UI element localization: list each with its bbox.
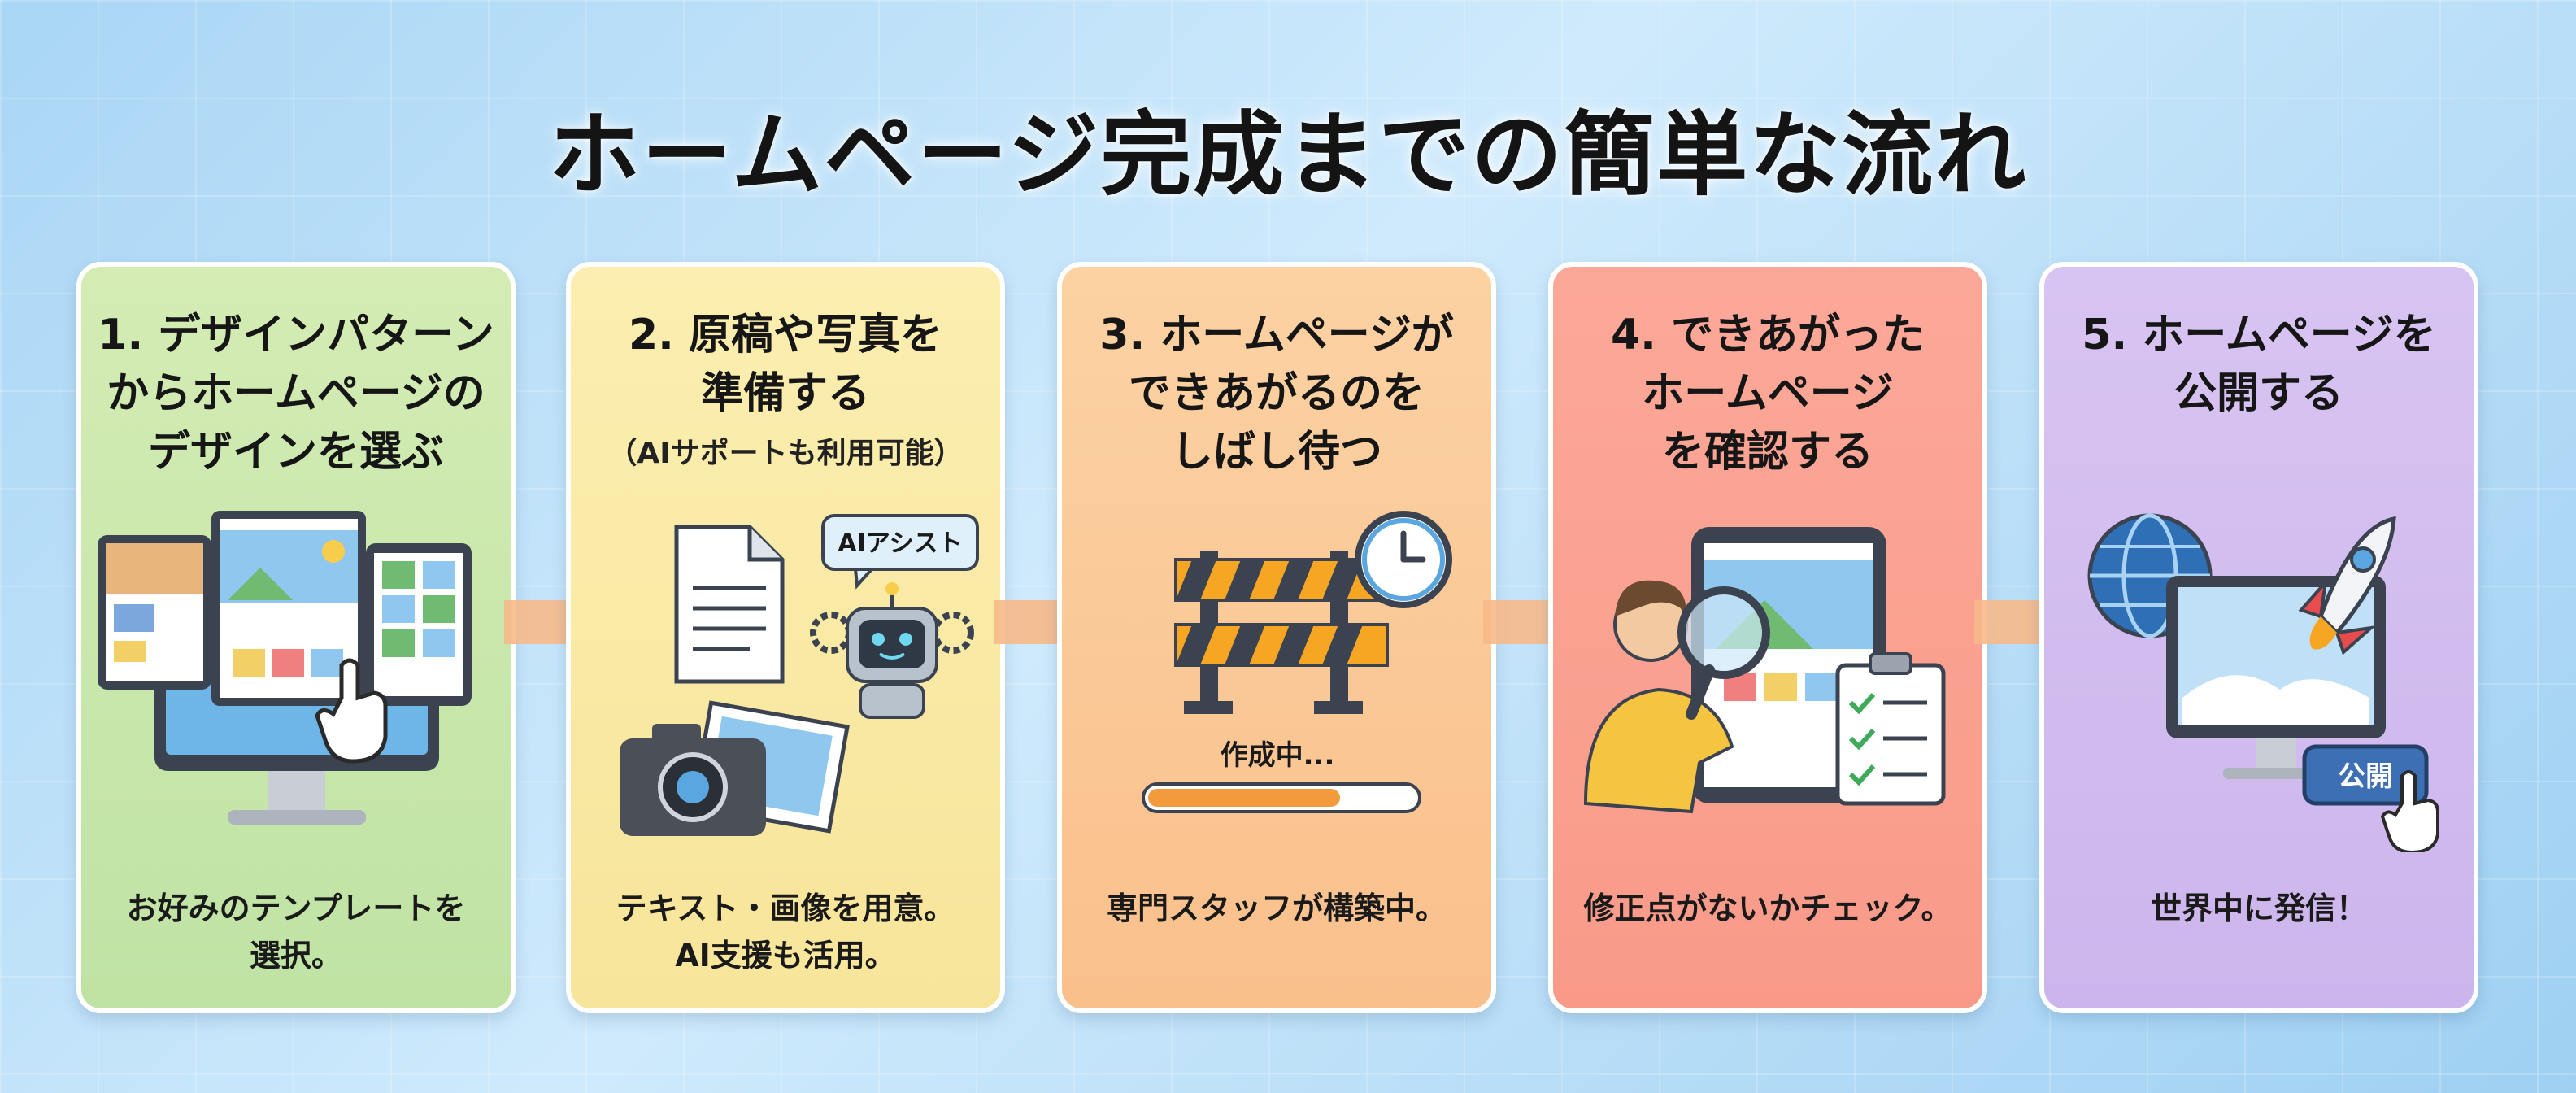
center-page-icon [211,511,366,706]
step-description: お好みのテンプレートを 選択。 [126,891,466,973]
step-heading: 1. デザインパターン からホームページの デザインを選ぶ [98,311,494,477]
robot-icon [846,582,938,719]
rocket-icon [2298,516,2396,655]
step-heading: 3. ホームページが できあがるのを しばし待つ [1099,311,1454,477]
step-card-4: 4. できあがった ホームページ を確認する [1548,262,1987,1013]
step-card-1: 1. デザインパターン からホームページの デザインを選ぶ [76,262,516,1013]
step-description: 専門スタッフが構築中。 [1106,891,1447,926]
monitor-icon [2166,576,2386,779]
ai-bubble-text: AIアシスト [838,529,962,558]
progress-label: 作成中... [1221,739,1335,772]
step-card-5: 5. ホームページを 公開する 公開 [2039,262,2478,1013]
person-icon [1583,580,1734,814]
step-heading: 2. 原稿や写真を 準備する [628,311,943,418]
step-subheading: （AIサポートも利用可能） [607,437,964,470]
step-description: 修正点がないかチェック。 [1583,891,1952,926]
design-template-illustration [98,511,472,825]
barricade-icon [1174,551,1389,714]
step-heading: 4. できあがった ホームページ を確認する [1610,311,1925,477]
clock-icon [1355,511,1452,608]
step-heading: 5. ホームページを 公開する [2082,311,2436,418]
checklist-icon [1835,652,1946,806]
phone-icon [366,543,472,706]
step-card-3: 3. ホームページが できあがるのを しばし待つ [1057,262,1496,1013]
step-description: 世界中に発信！ [2150,891,2367,926]
construction-illustration: 作成中... [1142,511,1452,813]
review-illustration [1583,527,1946,814]
tablet-icon [98,535,211,690]
camera-icon [620,724,766,836]
ai-bubble: AIアシスト [821,514,979,590]
step-description: テキスト・画像を用意。 AI支援も活用。 [616,891,955,973]
preparation-illustration: AIアシスト [620,514,979,836]
publish-button-label: 公開 [2338,760,2393,793]
progress-bar [1142,782,1421,813]
step-card-2: 2. 原稿や写真を 準備する （AIサポートも利用可能） AIアシスト [566,262,1005,1013]
pointer-hand-icon [315,658,388,764]
pointer-hand-icon [2380,770,2439,852]
publish-button[interactable]: 公開 [2302,744,2429,806]
document-icon [674,525,785,684]
magnifier-icon [1677,586,1770,720]
publish-illustration: 公開 [2087,513,2439,852]
page-title: ホームページ完成までの簡単な流れ [548,102,2028,208]
